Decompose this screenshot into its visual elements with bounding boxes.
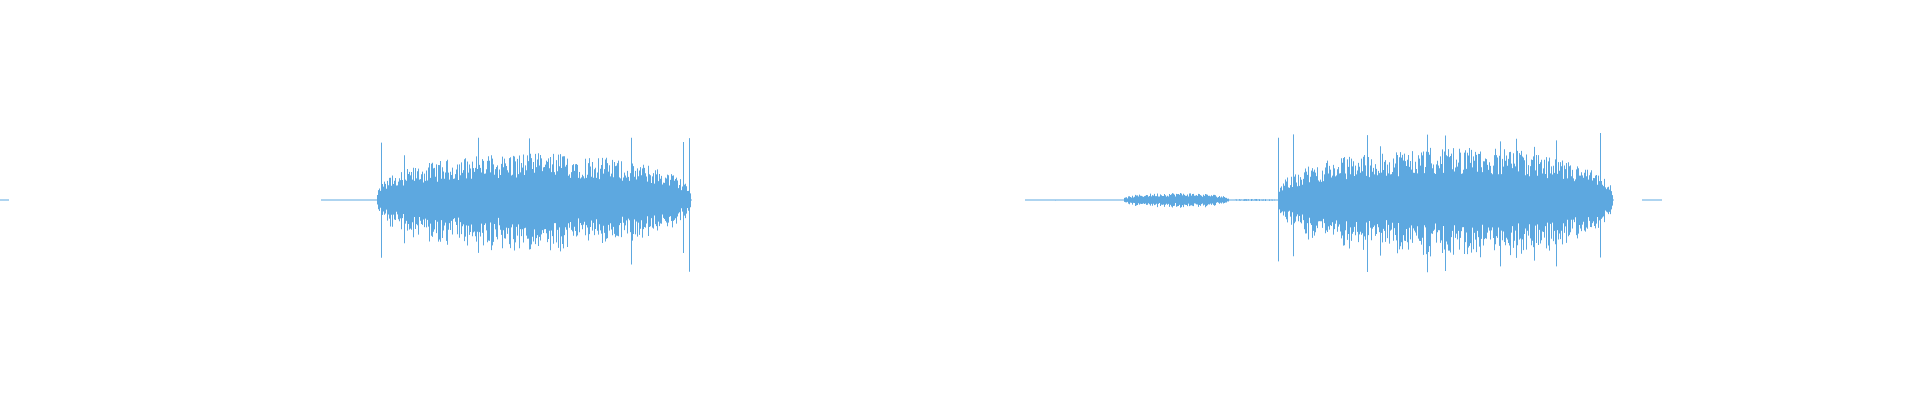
waveform-segment-clip-1-body — [376, 137, 692, 272]
waveform-segment-clip-2-hum — [1123, 193, 1230, 208]
waveform-bars — [0, 132, 1662, 273]
waveform-segment-dot-start — [0, 199, 9, 201]
waveform-segment-clip-2-gap — [1229, 199, 1278, 202]
waveform-segment-clip-2-lead-in — [1025, 199, 1124, 201]
waveform-segment-dot-end — [1642, 199, 1662, 201]
waveform-segment-clip-1-lead-in — [321, 199, 377, 201]
waveform-segment-clip-2-body — [1277, 132, 1614, 273]
